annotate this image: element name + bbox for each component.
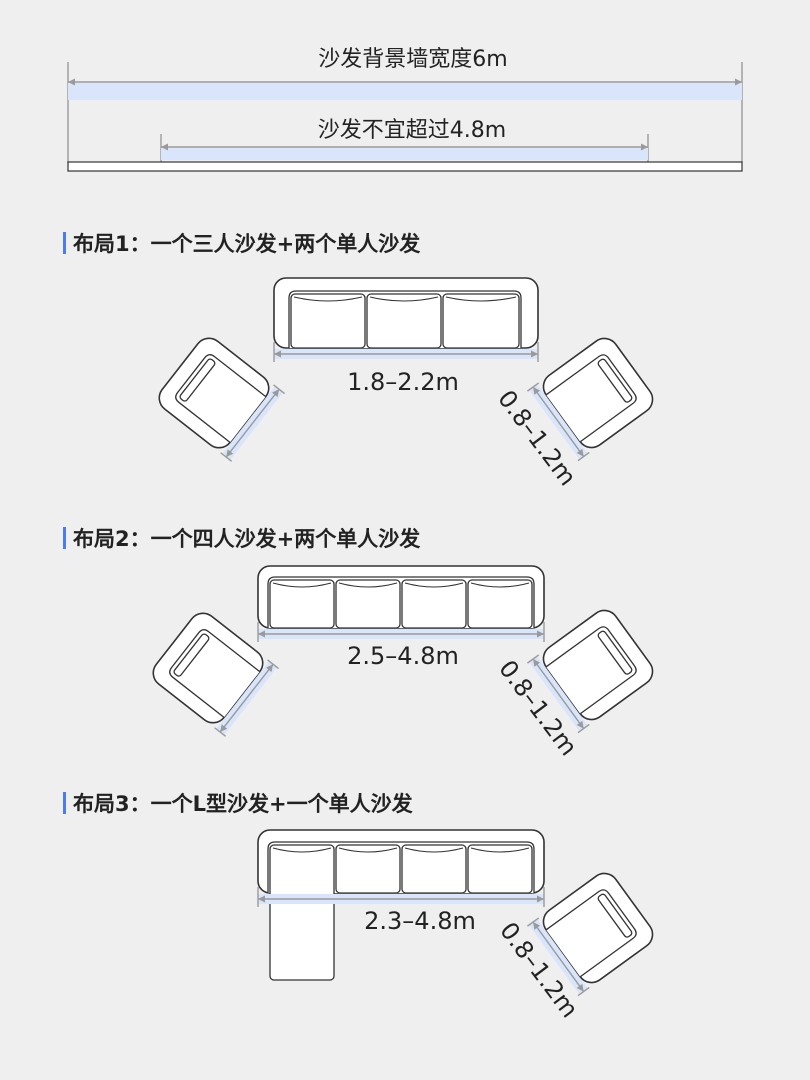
armchair-dimension-arrow: [272, 389, 280, 397]
three-seat-sofa: [273, 277, 539, 349]
sofa-back-cushion-edge: [338, 582, 398, 588]
sofa-dimension-arrow-left: [274, 350, 281, 358]
sofa-dimension-arrow-right: [537, 630, 544, 638]
sofa-dimension-arrow-left: [258, 895, 265, 903]
sofa-dimension: 2.3–4.8m: [257, 887, 545, 935]
armchair-left: [158, 337, 286, 462]
sofa-max-band: [161, 148, 648, 160]
sofa-cushion: [290, 293, 366, 349]
armchair-dimension-tick: [214, 727, 227, 737]
armchair-right: [527, 872, 654, 997]
armchair-back-cushion: [597, 893, 633, 938]
sofa-cushion: [467, 844, 533, 894]
armchair-dimension-tick: [527, 654, 540, 664]
sofa-dimension-label: 1.8–2.2m: [347, 368, 459, 396]
sofa-cushion: [335, 844, 401, 894]
sofa-cushion: [401, 844, 467, 894]
sofa-back-cushion-edge: [404, 847, 464, 853]
sofa-cushion: [335, 579, 401, 629]
armchair-back-cushion: [597, 630, 633, 675]
sofa-cushion: [442, 293, 520, 349]
sofa-back-cushion-edge: [272, 847, 332, 853]
sofa-dimension: 2.5–4.8m: [257, 622, 545, 670]
armchair-right: [527, 609, 654, 734]
layout-1-heading-marker: [63, 232, 66, 254]
sofa-dimension-arrow-left: [258, 630, 265, 638]
layout-2-title: 布局2：一个四人沙发+两个单人沙发: [73, 527, 421, 551]
armchair-back-cushion: [597, 358, 633, 403]
sofa-back-cushion-edge: [293, 296, 363, 302]
sofa-dimension-arrow-right: [531, 350, 538, 358]
sofa-max-arrow-right: [641, 143, 648, 151]
sofa-back-cushion-edge: [369, 296, 439, 302]
armchair-dimension-tick: [577, 723, 590, 734]
layout-2: 布局2：一个四人沙发+两个单人沙发 2.5–4.8m: [63, 527, 654, 761]
sofa-max-label: 沙发不宜超过4.8m: [318, 118, 506, 143]
sofa-dimension-label: 2.3–4.8m: [364, 907, 476, 935]
armchair-dimension-arrow: [226, 449, 234, 458]
wall-width-arrow-left: [68, 78, 75, 86]
layout-3-title: 布局3：一个L型沙发+一个单人沙发: [73, 792, 414, 816]
armchair-dimension-line: [532, 658, 585, 730]
armchair-dimension-arrow: [576, 983, 584, 992]
sofa-cushion: [401, 579, 467, 629]
sofa-back-cushion-edge: [445, 296, 517, 302]
sofa-cushion: [467, 579, 533, 629]
sofa-dimension-arrow-right: [537, 895, 544, 903]
armchair-dimension-line: [532, 921, 585, 993]
sofa-back-cushion-edge: [470, 847, 530, 853]
armchair-dimension-arrow: [533, 922, 541, 930]
sofa-back-cushion-edge: [338, 847, 398, 853]
armchair-dimension-tick: [577, 986, 590, 997]
background-wall: [67, 161, 743, 172]
sofa-back-cushion-edge: [272, 582, 332, 588]
armchair-dimension-line: [532, 386, 585, 458]
layout-3: 布局3：一个L型沙发+一个单人沙发 2.3–4.8m: [63, 792, 654, 1023]
armchair-left: [152, 612, 280, 737]
wall-width-section: 沙发背景墙宽度6m 沙发不宜超过4.8m: [67, 47, 743, 172]
sofa-chaise-cushion: [269, 844, 335, 981]
sofa-back-cushion-edge: [470, 582, 530, 588]
armchair-dimension-arrow: [220, 724, 228, 733]
armchair-back-cushion: [173, 633, 210, 677]
sofa-max-arrow-left: [161, 143, 168, 151]
armchair-dimension-arrow: [576, 448, 584, 457]
l-shaped-sofa: [257, 829, 545, 981]
armchair-dimension-arrow: [533, 659, 541, 667]
sofa-back-cushion-edge: [404, 582, 464, 588]
layout-3-heading-marker: [63, 792, 66, 814]
sofa-dimension: 1.8–2.2m: [273, 342, 539, 396]
layout-2-heading-marker: [63, 527, 66, 549]
armchair-dimension-tick: [220, 452, 233, 462]
wall-width-arrow-right: [735, 78, 742, 86]
sofa-cushion: [366, 293, 442, 349]
wall-width-band: [68, 83, 742, 100]
armchair-dimension-tick: [527, 917, 540, 927]
armchair-dimension-line: [225, 388, 280, 458]
armchair-dimension-arrow: [576, 720, 584, 729]
layout-1: 布局1：一个三人沙发+两个单人沙发 1.8–2.2m: [63, 232, 654, 491]
layout-1-title: 布局1：一个三人沙发+两个单人沙发: [73, 232, 421, 256]
sofa-dimension-label: 2.5–4.8m: [347, 642, 459, 670]
armchair-dimension-arrow: [533, 387, 541, 395]
sofa-cushion: [269, 579, 335, 629]
armchair-dimension-line: [219, 663, 274, 733]
armchair-dimension-tick: [527, 382, 540, 392]
four-seat-sofa: [257, 565, 545, 629]
armchair-back-cushion: [179, 358, 216, 402]
wall-width-label: 沙发背景墙宽度6m: [318, 47, 507, 72]
armchair-dimension-arrow: [266, 664, 274, 672]
armchair-right: [527, 337, 654, 462]
